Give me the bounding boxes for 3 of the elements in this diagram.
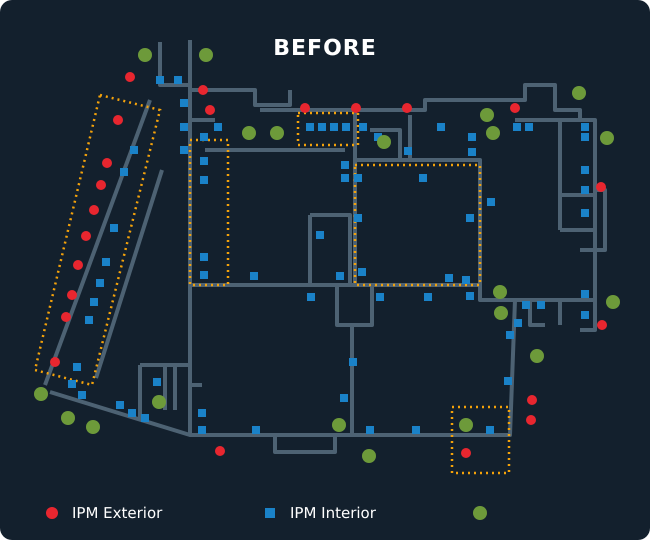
- legend-label: IPM Interior: [290, 504, 376, 522]
- title: BEFORE: [272, 36, 378, 61]
- legend-label: IPM Exterior: [72, 504, 162, 522]
